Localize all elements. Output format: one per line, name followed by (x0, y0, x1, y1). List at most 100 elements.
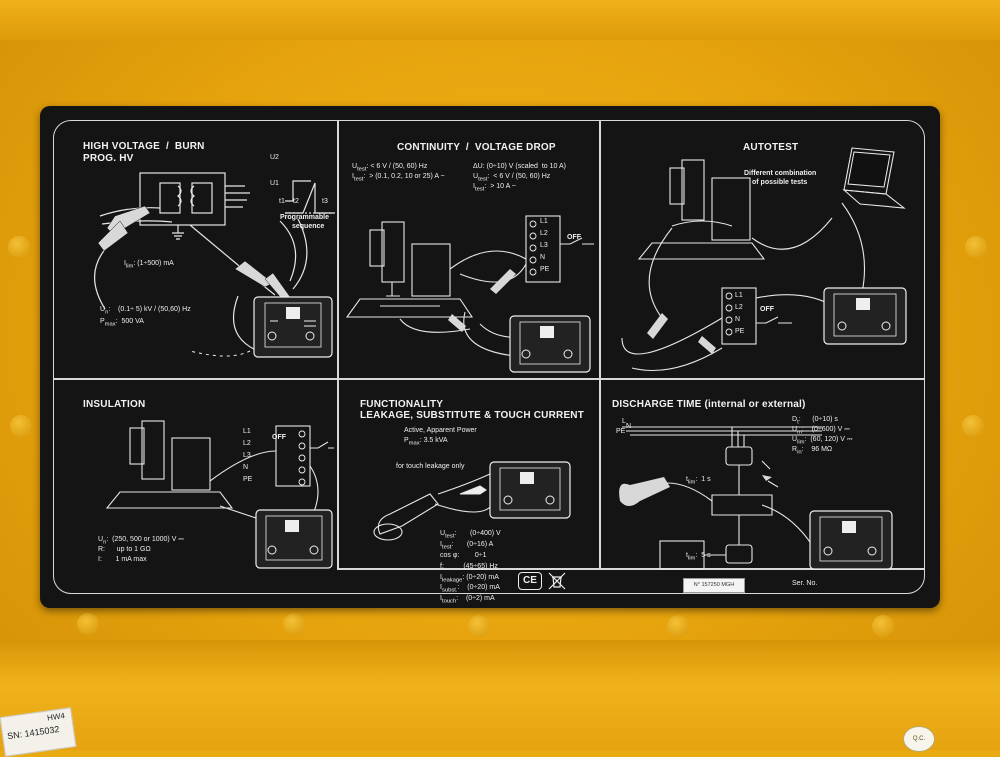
panel-subtitle: PROG. HV (83, 153, 134, 164)
functionality-specs: Utest: (0÷400) V Itest: (0÷16) A cos φ: … (440, 530, 501, 606)
socket-label-l2: L2 (243, 440, 251, 447)
spec-tlim-1: tlim: 1 s (686, 476, 711, 486)
case-bump (8, 236, 30, 258)
case-bump (965, 236, 987, 258)
socket-label-n: N (735, 316, 741, 323)
case-bump (468, 615, 490, 637)
socket-label-l2: L2 (540, 230, 548, 237)
insulation-wiring-diagram (105, 420, 334, 569)
line-label-pe: PE (616, 428, 626, 435)
spec-tlim-2: tlim: 5 s (686, 552, 711, 562)
graph-label-u2: U2 (270, 154, 279, 161)
spec-row: cos φ: 0÷1 (440, 551, 487, 559)
serial-number-sticker: N° 157250 MGH (683, 578, 745, 593)
autotest-description-2: of possible tests (752, 179, 808, 186)
spec-un: Un: (250, 500 or 1000) V ⎓ (98, 536, 184, 546)
case-bump (10, 415, 32, 437)
spec-row: Ileakage: (0÷20) mA (440, 573, 499, 583)
continuity-wiring-diagram (345, 215, 594, 373)
spec-itest: Itest: > (0.1, 0.2, 10 or 25) A ~ (352, 173, 445, 183)
grid-divider (599, 120, 601, 568)
spec-row: Itest: (0÷16) A (440, 540, 494, 551)
spec-itest-2: Itest: > 10 A ~ (473, 183, 516, 193)
grid-divider (337, 120, 339, 568)
spec-dt: Dt: (0÷10) s (792, 416, 838, 426)
grid-divider (53, 378, 925, 380)
graph-label-t2: t2 (293, 198, 299, 205)
autotest-wiring-diagram (621, 147, 907, 371)
case-lower-lip (0, 640, 1000, 750)
socket-label-l1: L1 (243, 428, 251, 435)
spec-ulim: Ulim: (60, 120) V ⎓ (792, 436, 853, 446)
tester-device-icon (255, 509, 333, 569)
case-bump (283, 613, 305, 635)
tester-device-icon (823, 287, 907, 345)
socket-label-pe: PE (540, 266, 550, 273)
graph-label-t1: t1 (279, 198, 285, 205)
case-bump (962, 415, 984, 437)
tester-device-icon (253, 296, 333, 358)
socket-label-l2: L2 (735, 304, 743, 311)
socket-label-l3: L3 (243, 452, 251, 459)
spec-row: Itouch: (0÷2) mA (440, 595, 495, 605)
socket-label-n: N (243, 464, 249, 471)
spec-un: Un: (0.1÷ 5) kV / (50,60) Hz (100, 306, 191, 316)
spec-ilim: Ilim: (1÷500) mA (124, 260, 174, 270)
programmable-label: Programmable (280, 214, 330, 221)
socket-label-pe: PE (735, 328, 745, 335)
switch-off-label: OFF (567, 234, 581, 241)
socket-label-l1: L1 (735, 292, 743, 299)
autotest-description: Different combination (744, 170, 817, 177)
instruction-plate: HIGH VOLTAGE / BURN PROG. HV (40, 106, 940, 608)
grid-divider (337, 568, 925, 570)
spec-utest: Utest: < 6 V / (50, 60) Hz (352, 163, 428, 173)
tester-device-icon (509, 315, 591, 373)
touch-leakage-note: for touch leakage only (396, 463, 465, 470)
ce-mark: CE (518, 572, 542, 590)
spec-um: Um: (0÷600) V ⎓ (792, 426, 850, 436)
spec-pmax: Pmax: 3.5 kVA (404, 437, 448, 447)
case-bump (872, 615, 894, 637)
switch-off-label: OFF (760, 306, 774, 313)
socket-label-n: N (540, 254, 546, 261)
spec-delta-u: ΔU: (0÷10) V (scaled to 10 A) (473, 163, 566, 170)
tester-device-icon (809, 510, 893, 570)
case-rim (0, 0, 1000, 40)
spec-pmax: Pmax: 500 VA (100, 318, 144, 328)
panel-title: INSULATION (83, 399, 146, 410)
qc-sticker: Q.C. (903, 726, 935, 752)
panel-title: CONTINUITY / VOLTAGE DROP (397, 142, 556, 153)
serial-number-label: Ser. No. (792, 580, 818, 587)
panel-title: HIGH VOLTAGE / BURN (83, 141, 205, 152)
spec-row: f: (45÷65) Hz (440, 562, 498, 570)
switch-off-label: OFF (272, 434, 286, 441)
tester-device-icon (489, 461, 571, 519)
panel-title: AUTOTEST (743, 142, 799, 153)
case-bump (77, 613, 99, 635)
high-voltage-wiring-diagram (94, 172, 335, 358)
power-label: Active, Apparent Power (404, 427, 477, 434)
spec-row: Utest: (0÷400) V (440, 530, 501, 540)
panel-title: FUNCTIONALITY (360, 399, 444, 410)
panel-subtitle: LEAKAGE, SUBSTITUTE & TOUCH CURRENT (360, 410, 585, 421)
case-serial-number: SN: 1415032 (6, 724, 61, 742)
weee-bin-icon (548, 572, 566, 590)
case-bump (667, 615, 689, 637)
spec-r: R: up to 1 GΩ (98, 546, 151, 553)
line-label-l: L (622, 418, 626, 425)
graph-label-t3: t3 (322, 198, 328, 205)
spec-utest-2: Utest: < 6 V / (50, 60) Hz (473, 173, 551, 183)
spec-rin: Rin: 96 MΩ (792, 446, 833, 456)
panel-title: DISCHARGE TIME (internal or external) (612, 399, 806, 410)
socket-label-pe: PE (243, 476, 253, 483)
socket-label-l3: L3 (540, 242, 548, 249)
graph-label-u1: U1 (270, 180, 279, 187)
spec-row: Isubst.: (0÷20) mA (440, 584, 500, 594)
sequence-label: sequence (292, 223, 325, 230)
plate-frame (53, 120, 925, 594)
model-label: HW4 (46, 711, 66, 723)
discharge-wiring-diagram (619, 426, 893, 570)
socket-label-l1: L1 (540, 218, 548, 225)
spec-i: I: 1 mA max (98, 556, 147, 563)
functionality-wiring-diagram (373, 461, 571, 541)
